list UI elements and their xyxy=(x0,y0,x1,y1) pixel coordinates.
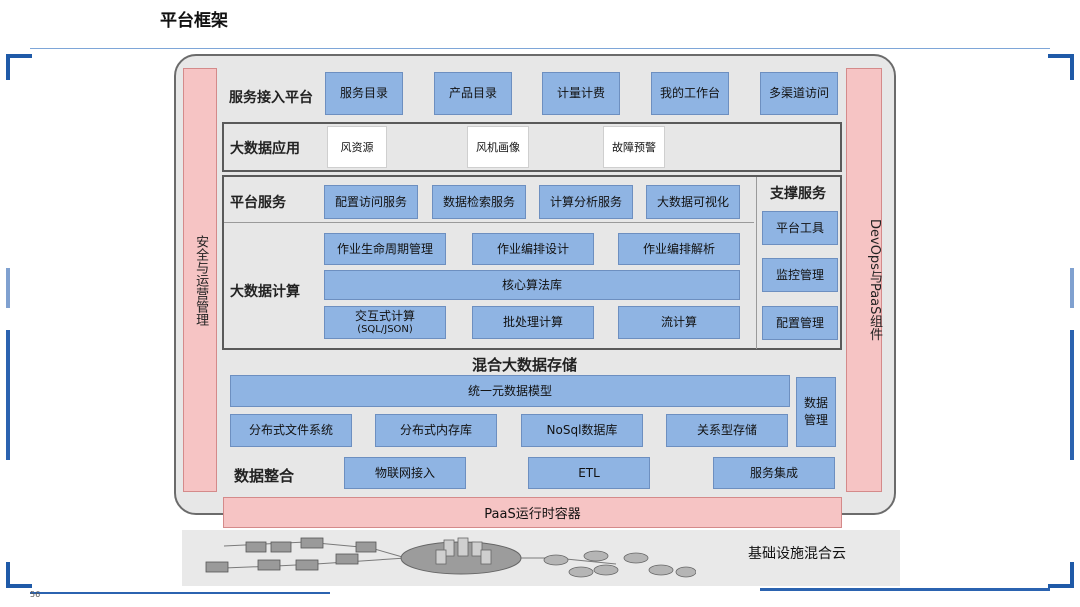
storage-item: 分布式文件系统 xyxy=(230,414,352,447)
network-topology-icon xyxy=(196,532,696,584)
integration-item: 服务集成 xyxy=(713,457,835,489)
compute-item: 作业编排设计 xyxy=(472,233,594,265)
access-platform-label: 服务接入平台 xyxy=(229,87,313,107)
platform-item: 计算分析服务 xyxy=(539,185,633,219)
integration-item: ETL xyxy=(528,457,650,489)
security-operations-bar: 安全与运营管理 xyxy=(183,68,217,492)
corner-bottom-left xyxy=(6,562,32,588)
support-item: 配置管理 xyxy=(762,306,838,340)
left-side-accent-2 xyxy=(6,330,10,460)
compute-label: 大数据计算 xyxy=(230,281,300,301)
core-algorithm-library: 核心算法库 xyxy=(324,270,740,300)
storage-item: 关系型存储 xyxy=(666,414,788,447)
app-item: 风资源 xyxy=(327,126,387,168)
access-item: 多渠道访问 xyxy=(760,72,838,115)
access-item: 计量计费 xyxy=(542,72,620,115)
app-item: 风机画像 xyxy=(467,126,529,168)
corner-top-left xyxy=(6,54,32,80)
security-operations-label: 安全与运营管理 xyxy=(193,235,207,326)
compute-item: 作业编排解析 xyxy=(618,233,740,265)
support-service-label: 支撑服务 xyxy=(770,183,826,203)
paas-runtime-container: PaaS运行时容器 xyxy=(223,497,842,528)
platform-item: 大数据可视化 xyxy=(646,185,740,219)
interactive-compute-line2: (SQL/JSON) xyxy=(357,324,413,336)
compute-item: 批处理计算 xyxy=(472,306,594,339)
infrastructure-label: 基础设施混合云 xyxy=(748,543,846,563)
access-item: 服务目录 xyxy=(325,72,403,115)
page-number: 56 xyxy=(30,590,40,599)
data-management-label: 数据管理 xyxy=(801,395,831,429)
right-side-accent xyxy=(1070,268,1074,308)
unified-metadata-model: 统一元数据模型 xyxy=(230,375,790,407)
corner-top-right xyxy=(1048,54,1074,80)
bottom-rule-left xyxy=(30,592,330,594)
top-rule xyxy=(30,48,1050,49)
devops-paas-bar: DevOps与PaaS组件 xyxy=(846,68,882,492)
bottom-rule-right xyxy=(760,588,1050,591)
storage-item: NoSql数据库 xyxy=(521,414,643,447)
compute-item: 流计算 xyxy=(618,306,740,339)
storage-item: 分布式内存库 xyxy=(375,414,497,447)
storage-label: 混合大数据存储 xyxy=(472,354,577,375)
support-item: 监控管理 xyxy=(762,258,838,292)
support-item: 平台工具 xyxy=(762,211,838,245)
interactive-compute: 交互式计算 (SQL/JSON) xyxy=(324,306,446,339)
platform-item: 数据检索服务 xyxy=(432,185,526,219)
access-item: 我的工作台 xyxy=(651,72,729,115)
platform-service-label: 平台服务 xyxy=(230,192,286,212)
support-divider xyxy=(756,177,757,349)
integration-label: 数据整合 xyxy=(234,465,294,486)
compute-item: 作业生命周期管理 xyxy=(324,233,446,265)
data-management: 数据管理 xyxy=(796,377,836,447)
page-title: 平台框架 xyxy=(160,6,228,31)
access-item: 产品目录 xyxy=(434,72,512,115)
devops-paas-label: DevOps与PaaS组件 xyxy=(847,219,881,340)
left-side-accent xyxy=(6,268,10,308)
apps-label: 大数据应用 xyxy=(230,138,300,158)
corner-bottom-right xyxy=(1048,562,1074,588)
right-side-accent-2 xyxy=(1070,330,1074,460)
platform-item: 配置访问服务 xyxy=(324,185,418,219)
apps-panel xyxy=(222,122,842,172)
integration-item: 物联网接入 xyxy=(344,457,466,489)
platform-divider xyxy=(224,222,754,223)
app-item: 故障预警 xyxy=(603,126,665,168)
interactive-compute-line1: 交互式计算 xyxy=(355,309,415,323)
